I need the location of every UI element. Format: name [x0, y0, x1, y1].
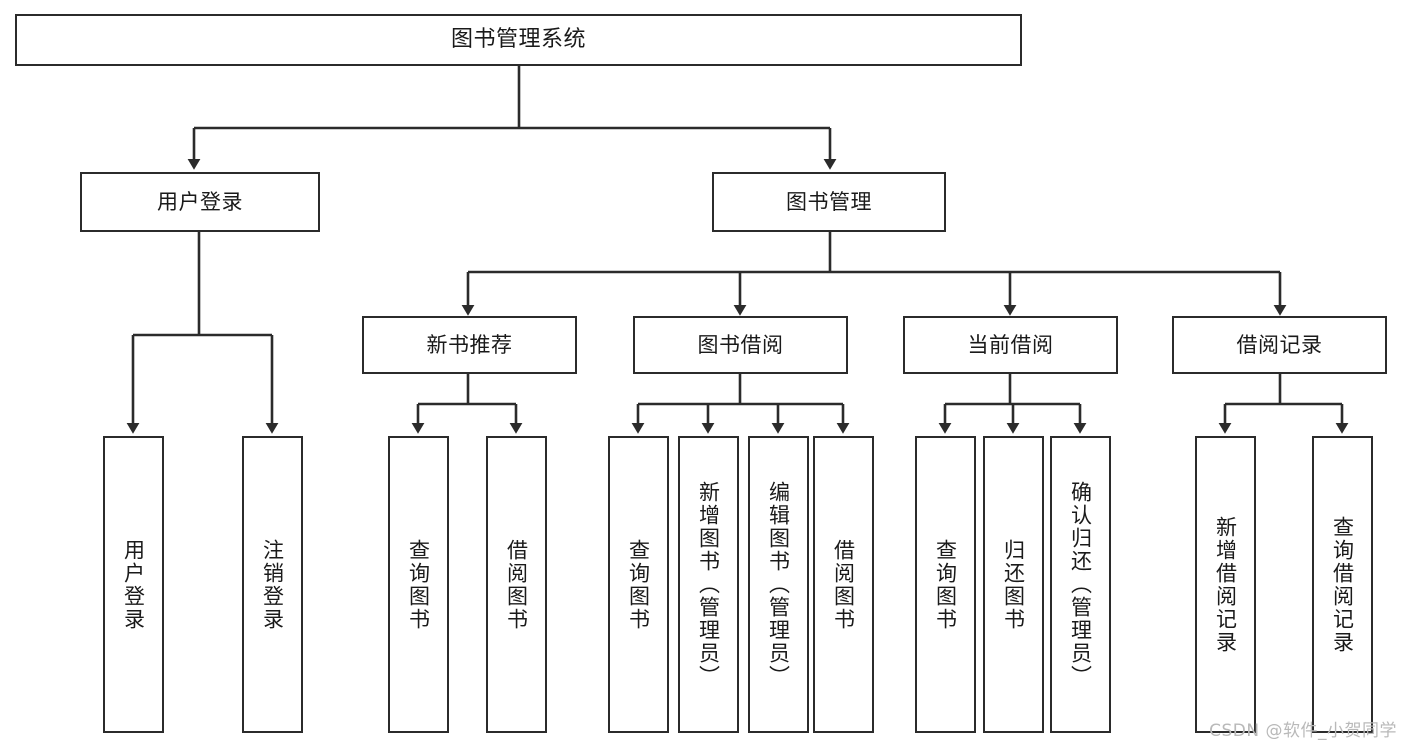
node-book-management[interactable]: 图书管理: [712, 172, 946, 232]
node-label: 新增借阅记录: [1213, 515, 1238, 654]
node-current-borrow[interactable]: 当前借阅: [903, 316, 1118, 374]
node-user-login[interactable]: 用户登录: [80, 172, 320, 232]
node-label: 借阅图书: [504, 538, 529, 631]
node-label: 确认归还（管理员）: [1068, 481, 1093, 688]
csdn-watermark: CSDN @软件_小贺同学: [1209, 721, 1397, 741]
node-new-book-recommend[interactable]: 新书推荐: [362, 316, 577, 374]
node-label: 查询图书: [626, 538, 651, 631]
leaf-add-book-admin[interactable]: 新增图书（管理员）: [678, 436, 739, 733]
leaf-query-book-current[interactable]: 查询图书: [915, 436, 976, 733]
node-label: 图书借阅: [697, 332, 784, 357]
leaf-user-login[interactable]: 用户登录: [103, 436, 164, 733]
leaf-borrow-book-recommend[interactable]: 借阅图书: [486, 436, 547, 733]
leaf-confirm-return-admin[interactable]: 确认归还（管理员）: [1050, 436, 1111, 733]
node-label: 查询图书: [406, 538, 431, 631]
node-label: 查询图书: [933, 538, 958, 631]
node-label: 注销登录: [260, 538, 285, 631]
node-label: 用户登录: [121, 538, 146, 631]
node-label: 图书管理: [786, 189, 872, 214]
node-label: 新书推荐: [426, 332, 513, 357]
node-label: 图书管理系统: [450, 27, 586, 53]
leaf-add-borrow-record[interactable]: 新增借阅记录: [1195, 436, 1256, 733]
node-label: 编辑图书（管理员）: [766, 481, 791, 688]
node-label: 新增图书（管理员）: [696, 481, 721, 688]
leaf-return-book[interactable]: 归还图书: [983, 436, 1044, 733]
node-label: 当前借阅: [967, 332, 1054, 357]
node-book-borrow[interactable]: 图书借阅: [633, 316, 848, 374]
leaf-edit-book-admin[interactable]: 编辑图书（管理员）: [748, 436, 809, 733]
leaf-query-borrow-record[interactable]: 查询借阅记录: [1312, 436, 1373, 733]
leaf-query-book-borrow[interactable]: 查询图书: [608, 436, 669, 733]
node-label: 用户登录: [157, 189, 243, 214]
node-borrow-record[interactable]: 借阅记录: [1172, 316, 1387, 374]
leaf-logout-login[interactable]: 注销登录: [242, 436, 303, 733]
node-label: 归还图书: [1001, 538, 1026, 631]
node-label: 借阅图书: [831, 538, 856, 631]
node-label: 借阅记录: [1236, 332, 1323, 357]
leaf-query-book-recommend[interactable]: 查询图书: [388, 436, 449, 733]
node-label: 查询借阅记录: [1330, 515, 1355, 654]
node-root-book-management-system[interactable]: 图书管理系统: [15, 14, 1022, 66]
leaf-borrow-book-borrow[interactable]: 借阅图书: [813, 436, 874, 733]
